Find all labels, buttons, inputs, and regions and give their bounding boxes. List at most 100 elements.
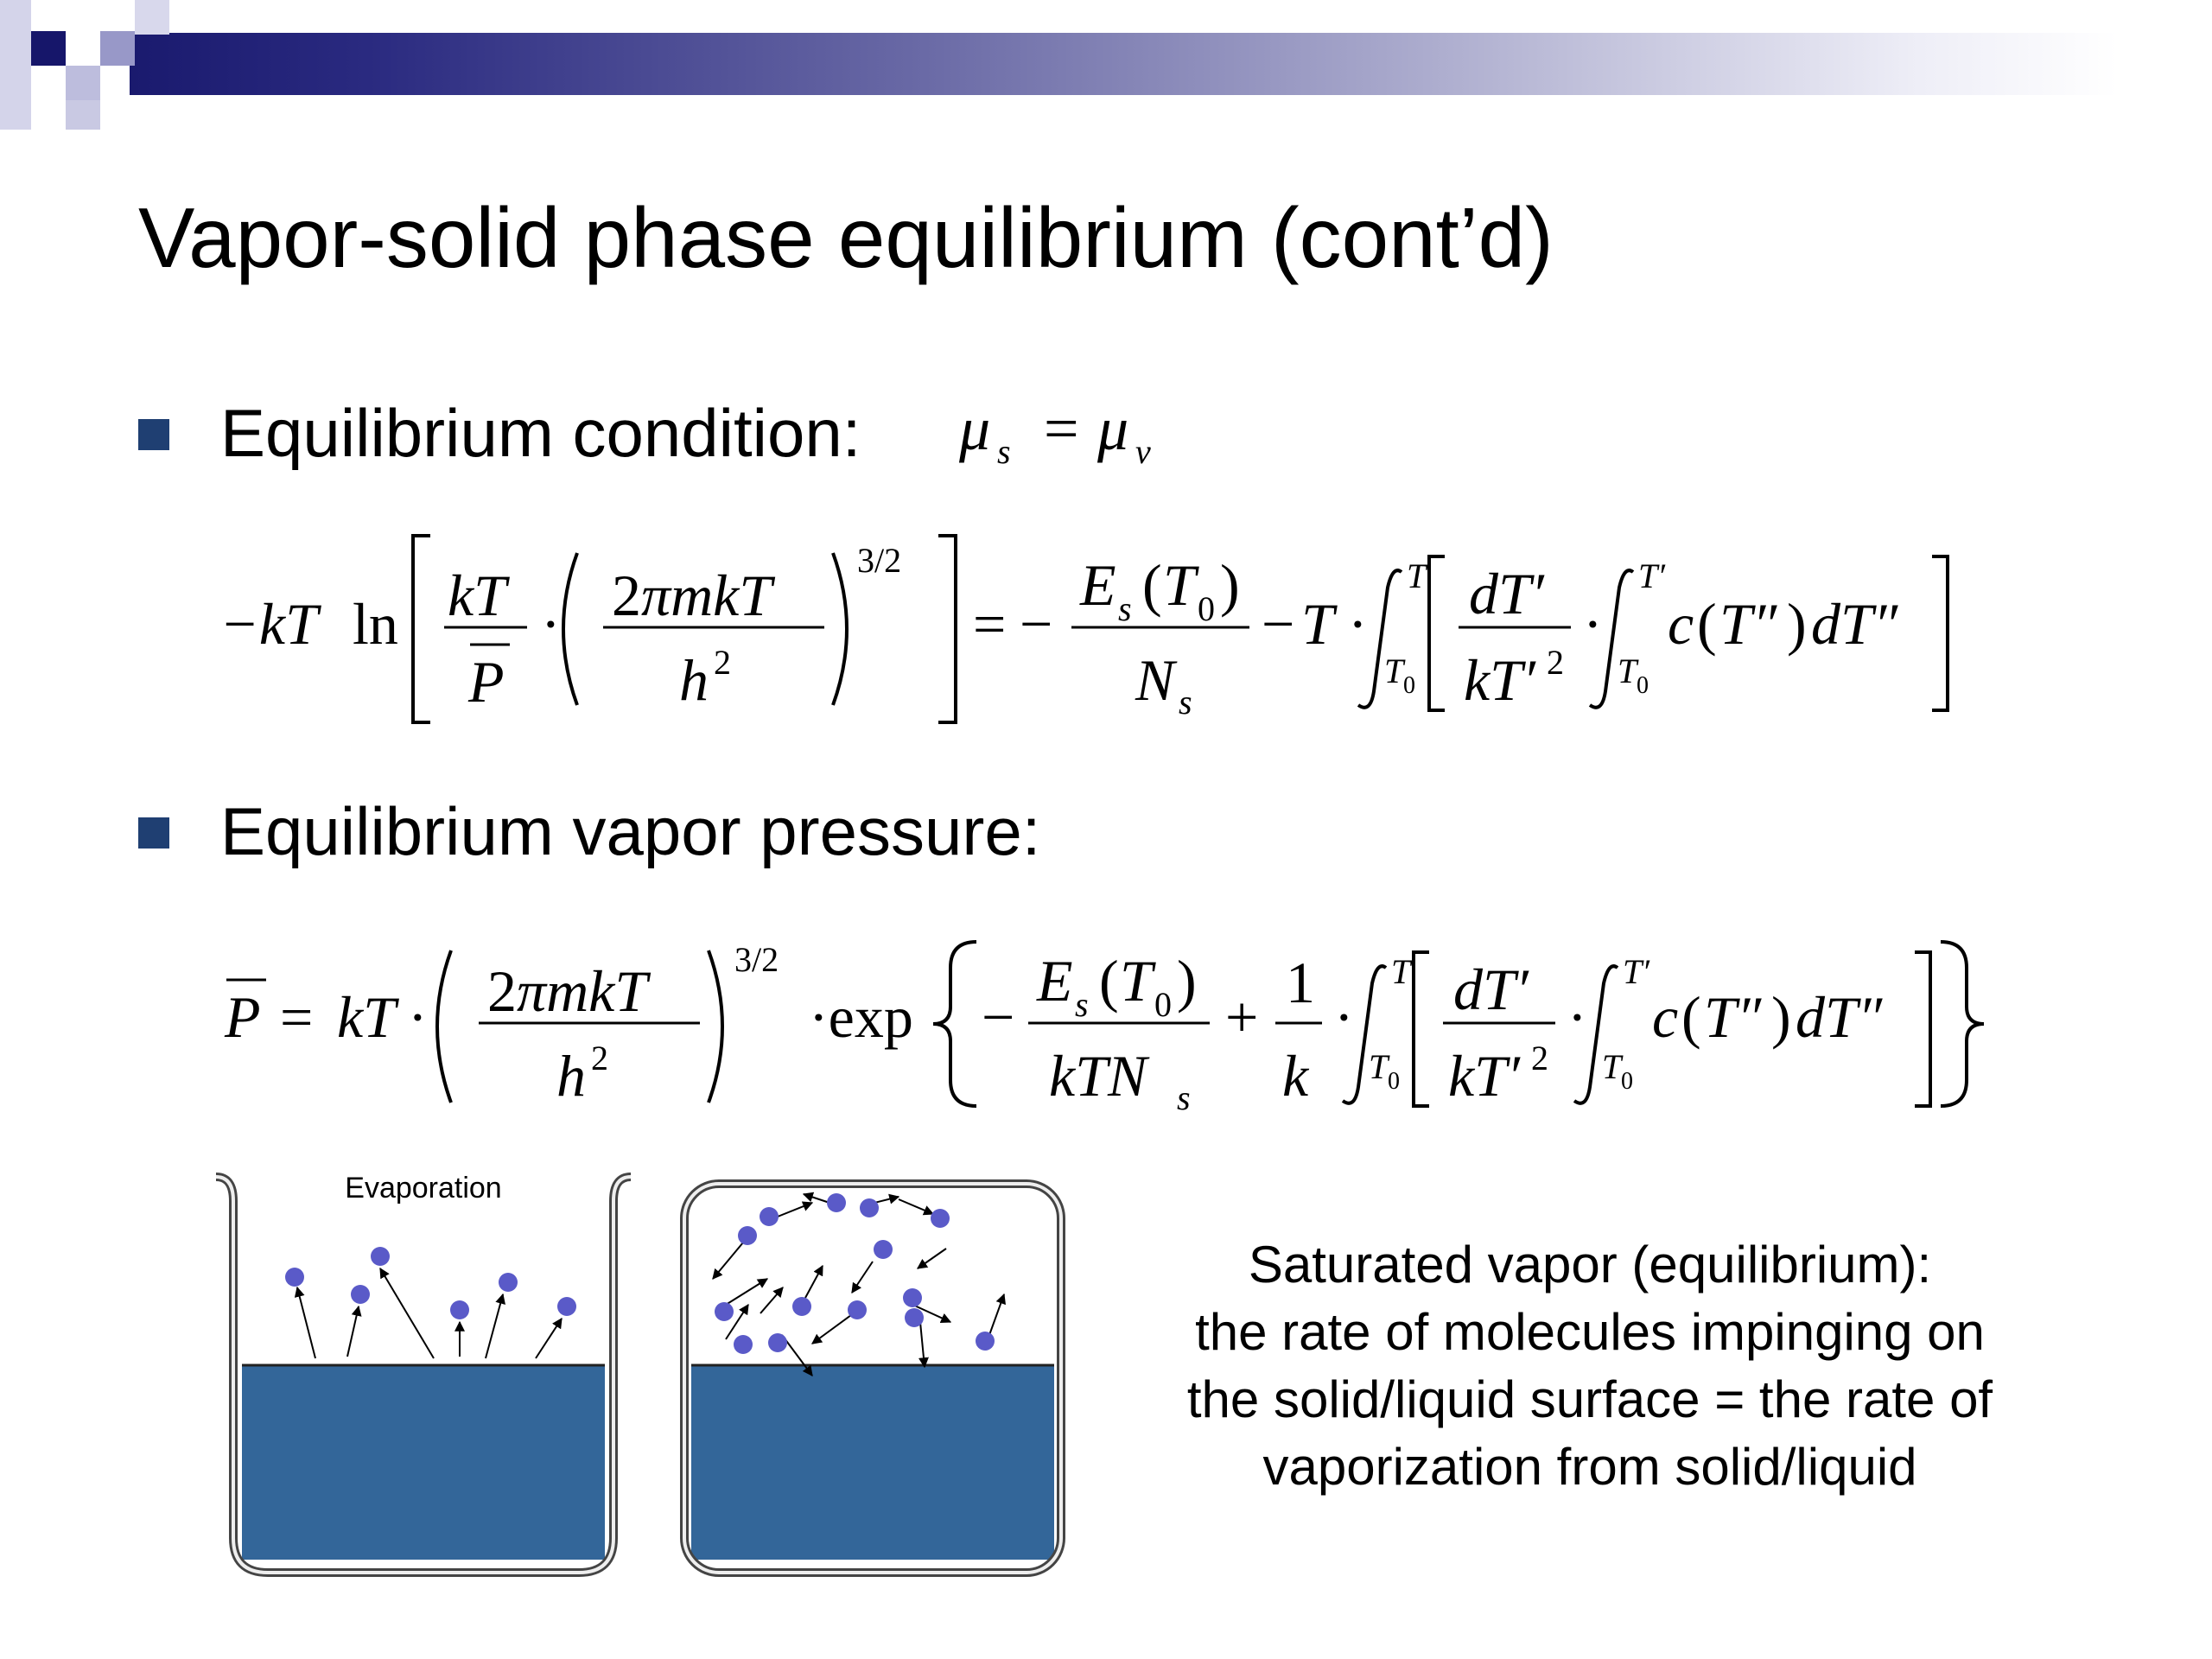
svg-text:μ: μ	[1096, 394, 1128, 463]
caption-line: vaporization from solid/liquid	[1262, 1438, 1917, 1496]
header-gradient-bar	[130, 33, 2117, 95]
svg-text:T″: T″	[1704, 984, 1762, 1050]
svg-text:(: (	[1099, 948, 1119, 1014]
svg-text:s: s	[1075, 985, 1089, 1024]
svg-text:3/2: 3/2	[734, 940, 779, 979]
svg-text:dT″: dT″	[1796, 984, 1883, 1050]
svg-text:2: 2	[1531, 1039, 1548, 1077]
caption-line: the solid/liquid surface = the rate of	[1186, 1370, 1993, 1428]
caption-line: Saturated vapor (equilibrium):	[1248, 1236, 1932, 1294]
svg-text:2: 2	[591, 1039, 608, 1077]
svg-text:2: 2	[1547, 643, 1564, 682]
svg-text:(: (	[1681, 984, 1701, 1050]
svg-text:kT′: kT′	[1464, 647, 1536, 713]
svg-text:kTN: kTN	[1049, 1043, 1150, 1109]
svg-text:−: −	[1262, 591, 1294, 657]
bullet-vapor-pressure: Equilibrium vapor pressure:	[220, 793, 1041, 869]
svg-text:0: 0	[1388, 1068, 1400, 1095]
evaporation-label: Evaporation	[345, 1172, 501, 1205]
svg-text:c: c	[1668, 591, 1694, 657]
bullet-square-icon	[138, 817, 169, 849]
svg-text:): )	[1220, 552, 1240, 618]
closed-beaker	[680, 1179, 1065, 1577]
svg-text:0: 0	[1403, 672, 1415, 699]
svg-text:T″: T″	[1719, 591, 1777, 657]
open-beaker: Evaporation	[215, 1172, 632, 1577]
header-square	[66, 100, 100, 130]
svg-text:kT′: kT′	[1448, 1043, 1521, 1109]
header-square	[31, 31, 66, 66]
svg-text:T: T	[1602, 1047, 1624, 1086]
equation-1: −kT ln kT P · 2πmkT h 2 3/2 = − E s ( T …	[219, 534, 1949, 724]
svg-text:·: ·	[1334, 984, 1354, 1050]
svg-text:T: T	[1369, 1047, 1390, 1086]
bullet-square-icon	[138, 419, 169, 450]
svg-text:(: (	[1697, 591, 1717, 657]
svg-text:T: T	[1301, 591, 1338, 657]
svg-text:−kT: −kT	[219, 591, 321, 657]
svg-text:s: s	[1177, 1078, 1191, 1117]
svg-text:=: =	[1044, 394, 1079, 463]
svg-text:T: T	[1163, 552, 1199, 618]
svg-text:dT′: dT′	[1469, 561, 1545, 626]
bullet-condition: Equilibrium condition:	[220, 395, 861, 471]
svg-text:(: (	[1142, 552, 1162, 618]
header-square	[135, 0, 169, 35]
svg-text:kT: kT	[337, 984, 399, 1050]
svg-text:s: s	[997, 432, 1011, 471]
svg-text:·: ·	[541, 591, 561, 657]
svg-text:0: 0	[1621, 1068, 1633, 1095]
svg-text:0: 0	[1198, 589, 1215, 628]
svg-text:=: =	[973, 591, 1006, 657]
caption-line: the rate of molecules impinging on	[1195, 1303, 1985, 1361]
svg-text:): )	[1771, 984, 1791, 1050]
equation-condition: μ s = μ v	[959, 394, 1151, 471]
svg-text:): )	[1787, 591, 1807, 657]
svg-text:c: c	[1652, 984, 1678, 1050]
svg-text:T: T	[1384, 652, 1406, 690]
svg-text:T: T	[1618, 652, 1639, 690]
svg-text:·exp: ·exp	[809, 984, 913, 1050]
svg-text:2πmkT: 2πmkT	[487, 958, 651, 1024]
svg-text:T: T	[1391, 952, 1413, 991]
figure-caption: Saturated vapor (equilibrium): the rate …	[1089, 1231, 2091, 1501]
svg-text:kT: kT	[448, 563, 510, 628]
svg-text:3/2: 3/2	[857, 541, 901, 580]
header-square	[66, 66, 100, 100]
svg-text:·: ·	[408, 984, 428, 1050]
eq-mu-s: μ	[959, 394, 990, 463]
header-square	[100, 31, 135, 66]
svg-text:h: h	[679, 647, 709, 713]
svg-text:E: E	[1036, 948, 1073, 1014]
svg-text:dT′: dT′	[1453, 957, 1529, 1022]
svg-text:·: ·	[1567, 984, 1587, 1050]
evaporation-figure: Evaporation	[215, 1172, 1065, 1577]
svg-text:h: h	[556, 1043, 586, 1109]
svg-text:2: 2	[714, 643, 731, 682]
svg-text:s: s	[1179, 683, 1192, 721]
svg-text:·: ·	[1583, 591, 1603, 657]
slide-title: Vapor-solid phase equilibrium (cont’d)	[138, 190, 1554, 285]
svg-text:=: =	[280, 984, 313, 1050]
svg-text:dT″: dT″	[1811, 591, 1898, 657]
svg-text:P: P	[224, 984, 261, 1050]
svg-text:·: ·	[1348, 591, 1368, 657]
svg-text:P: P	[467, 649, 505, 715]
svg-text:−: −	[982, 984, 1014, 1050]
svg-text:T: T	[1120, 948, 1156, 1014]
svg-text:ln: ln	[353, 591, 398, 657]
svg-text:): )	[1177, 948, 1197, 1014]
svg-text:E: E	[1079, 552, 1116, 618]
equation-2: P = kT · 2πmkT h 2 3/2 ·exp − E s ( T 0 …	[224, 940, 1985, 1117]
svg-text:k: k	[1282, 1043, 1310, 1109]
svg-text:2πmkT: 2πmkT	[612, 563, 775, 628]
svg-text:1: 1	[1286, 950, 1315, 1015]
svg-text:N: N	[1135, 647, 1178, 713]
svg-text:0: 0	[1154, 985, 1172, 1024]
header-square	[0, 0, 31, 130]
svg-text:s: s	[1118, 589, 1132, 628]
svg-text:T′: T′	[1638, 556, 1666, 595]
svg-text:T: T	[1407, 556, 1428, 595]
svg-text:−: −	[1020, 591, 1052, 657]
svg-text:T′: T′	[1623, 952, 1650, 991]
